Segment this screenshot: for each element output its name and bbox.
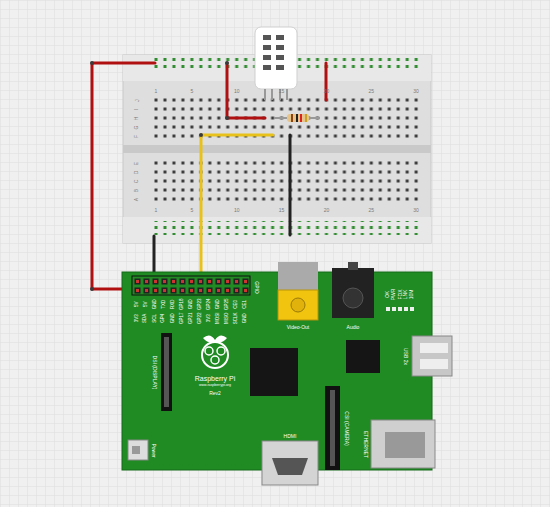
raspberry-logo (202, 335, 228, 368)
label-text: H (135, 116, 140, 120)
label-text: 1 (155, 89, 158, 94)
label-text: GP23 (198, 298, 203, 310)
label-text: MOSI (216, 312, 221, 324)
label-text: 5 (190, 89, 193, 94)
label-text: SDA (144, 313, 149, 322)
label-text: I (134, 108, 139, 109)
label-text: 20 (324, 208, 330, 213)
label-text: PWR (391, 288, 396, 300)
label-text: RXD (171, 299, 176, 309)
label-text: GP22 (198, 312, 203, 324)
label-text: Video-Out (287, 325, 309, 330)
label-text: GPIO (253, 281, 258, 294)
label-text: GND (243, 313, 248, 323)
label-text: 5V (144, 301, 149, 307)
label-text: C (135, 179, 140, 183)
label-text: OK (385, 290, 390, 297)
label-text: CE0 (234, 300, 239, 309)
label-text: 10 (234, 208, 240, 213)
label-text: F (135, 134, 140, 137)
label-text: SCLK (234, 312, 239, 324)
label-text: GP25 (225, 298, 230, 310)
label-text: GP24 (207, 298, 212, 310)
label-text: 3V3 (207, 314, 212, 322)
label-text: Raspberry Pi (195, 375, 235, 382)
label-text: 5 (190, 208, 193, 213)
label-text: MISO (225, 312, 230, 324)
label-text: CE1 (243, 300, 248, 309)
label-text: GP18 (180, 298, 185, 310)
label-text: LNK (403, 289, 408, 299)
label-text: ETHERNET (362, 431, 367, 458)
label-text: 25 (368, 208, 374, 213)
label-text: 15 (279, 208, 285, 213)
label-text: GND (171, 313, 176, 323)
label-text: E (135, 161, 140, 164)
label-text: 20 (324, 89, 330, 94)
label-text: 10M (409, 289, 414, 299)
label-text: 30 (413, 89, 419, 94)
label-text: CSI (CAMERA) (343, 411, 348, 445)
label-text: J (135, 99, 140, 102)
label-text: 25 (368, 89, 374, 94)
label-text: GND (216, 299, 221, 309)
dht22-sensor (255, 27, 297, 100)
label-text: USB 2x (402, 348, 407, 365)
label-text: B (135, 188, 140, 191)
label-text: D (135, 170, 140, 174)
label-text: www.raspberrypi.org (199, 384, 231, 388)
label-text: 15 (279, 89, 285, 94)
label-text: TXD (162, 300, 167, 309)
label-text: GND (189, 299, 194, 309)
label-text: GND (153, 299, 158, 309)
label-text: 3V3 (135, 314, 140, 322)
label-text: 1 (155, 208, 158, 213)
label-text: SCL (153, 314, 158, 323)
label-text: Rev2 (209, 391, 221, 396)
raspberry-pi-board (122, 262, 452, 485)
label-text: DSI (DISPLAY) (153, 355, 158, 389)
label-text: A (135, 197, 140, 200)
label-text: HDMI (284, 434, 297, 439)
label-text: G (134, 125, 139, 129)
resistor-symbol (274, 114, 320, 122)
label-text: 30 (413, 208, 419, 213)
label-text: GP4 (162, 313, 167, 322)
label-text: Power (151, 443, 156, 457)
label-text: Audio (347, 325, 360, 330)
label-text: 10 (234, 89, 240, 94)
label-text: GP17 (180, 312, 185, 324)
jumper-wires (92, 63, 326, 289)
label-text: FDX (398, 289, 403, 299)
label-text: 5V (135, 301, 140, 307)
label-text: GP21 (189, 312, 194, 324)
